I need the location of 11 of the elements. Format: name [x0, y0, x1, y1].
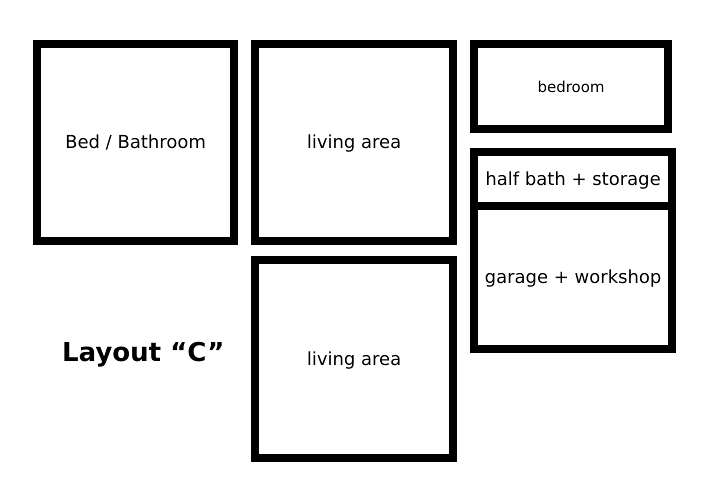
- room-box: [33, 40, 238, 245]
- layout-title: Layout “C”: [62, 338, 224, 368]
- room-label: living area: [306, 132, 402, 153]
- room-label: half bath + storage: [485, 168, 661, 190]
- room-box: [251, 40, 457, 245]
- room-box: [470, 40, 672, 133]
- room-box: [251, 256, 457, 462]
- room-label: bedroom: [537, 78, 605, 96]
- room-label: garage + workshop: [484, 267, 662, 288]
- room-label: Bed / Bathroom: [65, 132, 206, 153]
- room-label: living area: [306, 348, 402, 370]
